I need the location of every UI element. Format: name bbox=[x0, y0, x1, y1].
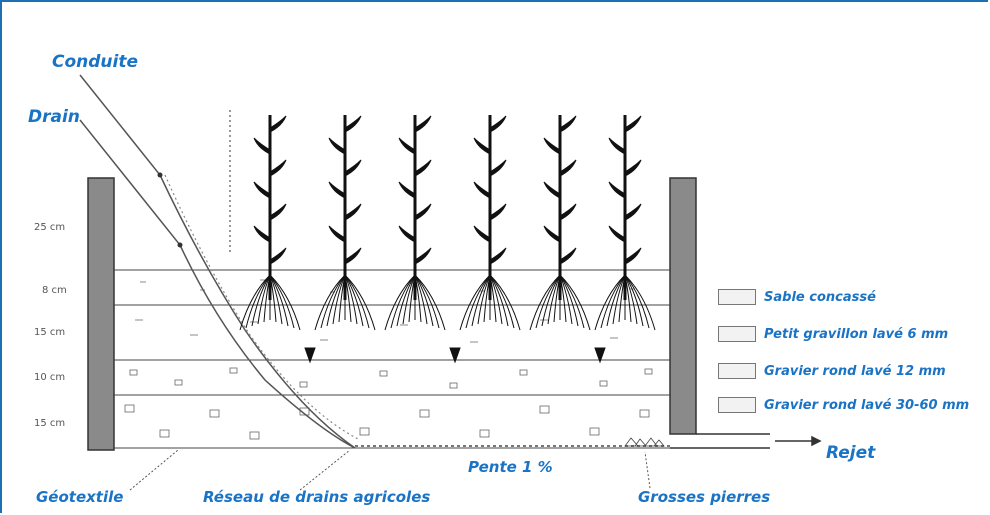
right-wall bbox=[669, 177, 697, 435]
legend-swatch bbox=[718, 363, 756, 379]
depth-label: 8 cm bbox=[42, 285, 67, 296]
label-leaders bbox=[129, 449, 651, 491]
legend-label: Sable concassé bbox=[764, 289, 876, 305]
layer-texture bbox=[124, 279, 653, 440]
large-stones bbox=[624, 437, 665, 447]
reed-plant bbox=[529, 115, 606, 364]
legend-label: Petit gravillon lavé 6 mm bbox=[764, 326, 949, 342]
depth-label: 15 cm bbox=[34, 418, 66, 429]
label-geotextile: Géotextile bbox=[36, 488, 124, 506]
legend-label: Gravier rond lavé 30-60 mm bbox=[764, 397, 970, 413]
legend-swatch bbox=[718, 397, 756, 413]
small-gravel-texture bbox=[135, 319, 618, 343]
legend-item-sable: Sable concassé bbox=[718, 289, 876, 305]
drain-marker bbox=[177, 242, 183, 248]
reed-plant bbox=[239, 115, 316, 364]
legend-swatch bbox=[718, 326, 756, 342]
drain-pipe-dotted bbox=[164, 174, 361, 441]
label-pente: Pente 1 % bbox=[468, 458, 553, 476]
label-conduite: Conduite bbox=[52, 52, 139, 72]
conduit-pipe bbox=[79, 74, 356, 449]
left-wall bbox=[87, 177, 115, 451]
legend-item-gravier-12: Gravier rond lavé 12 mm bbox=[718, 363, 946, 379]
plants bbox=[239, 115, 656, 364]
conduit-marker bbox=[157, 172, 163, 178]
legend-label: Gravier rond lavé 12 mm bbox=[764, 363, 946, 379]
reed-plant bbox=[594, 115, 656, 331]
outlet-pipe bbox=[670, 433, 770, 449]
legend-item-gravier-30-60: Gravier rond lavé 30-60 mm bbox=[718, 397, 969, 413]
coarse-gravel-texture bbox=[124, 404, 650, 440]
legend-swatch bbox=[718, 289, 756, 305]
label-drain: Drain bbox=[28, 107, 80, 127]
reed-plant bbox=[459, 115, 521, 331]
reed-plant bbox=[314, 115, 376, 331]
label-reseau-drains: Réseau de drains agricoles bbox=[203, 488, 431, 506]
layer-lines bbox=[114, 269, 680, 449]
label-grosses-pierres: Grosses pierres bbox=[638, 488, 771, 506]
round-gravel-texture bbox=[129, 367, 653, 389]
legend-item-petit-gravillon: Petit gravillon lavé 6 mm bbox=[718, 326, 948, 342]
depth-label: 15 cm bbox=[34, 327, 66, 338]
reed-plant bbox=[384, 115, 461, 364]
rejet-arrow bbox=[775, 435, 822, 447]
depth-label: 25 cm bbox=[34, 222, 66, 233]
depth-label: 10 cm bbox=[34, 372, 66, 383]
label-rejet: Rejet bbox=[826, 443, 876, 463]
drain-pipe bbox=[79, 119, 356, 449]
